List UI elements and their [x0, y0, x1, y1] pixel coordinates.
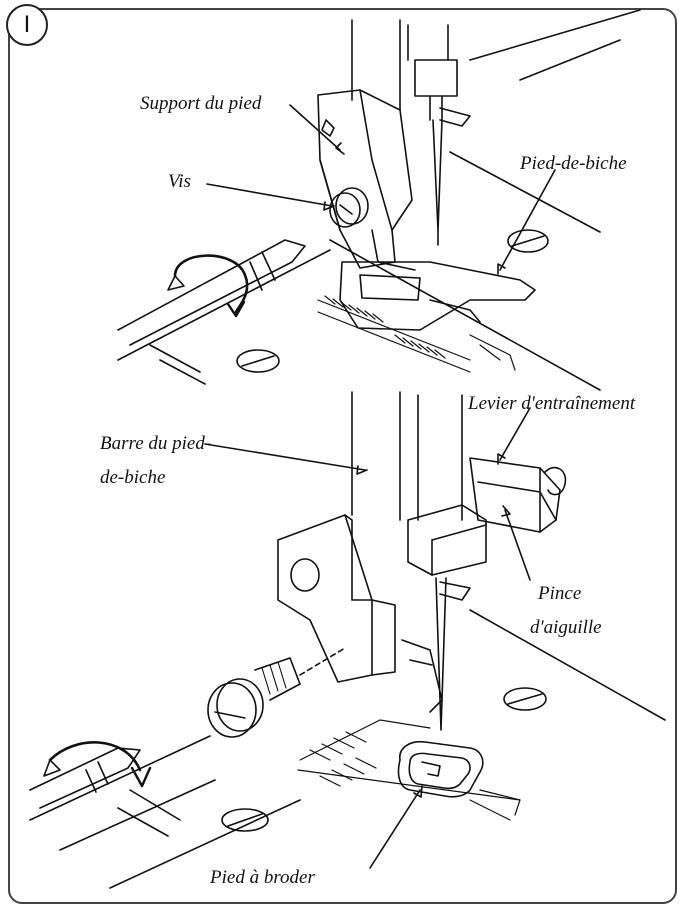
label-presser-foot: Pied-de-biche: [520, 153, 627, 174]
label-needle-clamp-line1: Pince: [538, 583, 582, 604]
step-badge: I: [6, 4, 48, 46]
label-feed-lever: Levier d'entraînement: [468, 393, 636, 414]
figure-frame: [8, 8, 677, 904]
label-needle-clamp-line2: d'aiguille: [530, 617, 602, 638]
label-foot-holder: Support du pied: [140, 93, 262, 114]
top-illustration: [117, 9, 641, 391]
label-screw: Vis: [168, 171, 191, 192]
label-embroidery-foot: Pied à broder: [210, 867, 315, 888]
label-presser-bar-line2: de-biche: [100, 467, 166, 488]
label-presser-bar-line1: Barre du pied-: [100, 433, 212, 454]
bottom-illustration: [29, 391, 666, 889]
